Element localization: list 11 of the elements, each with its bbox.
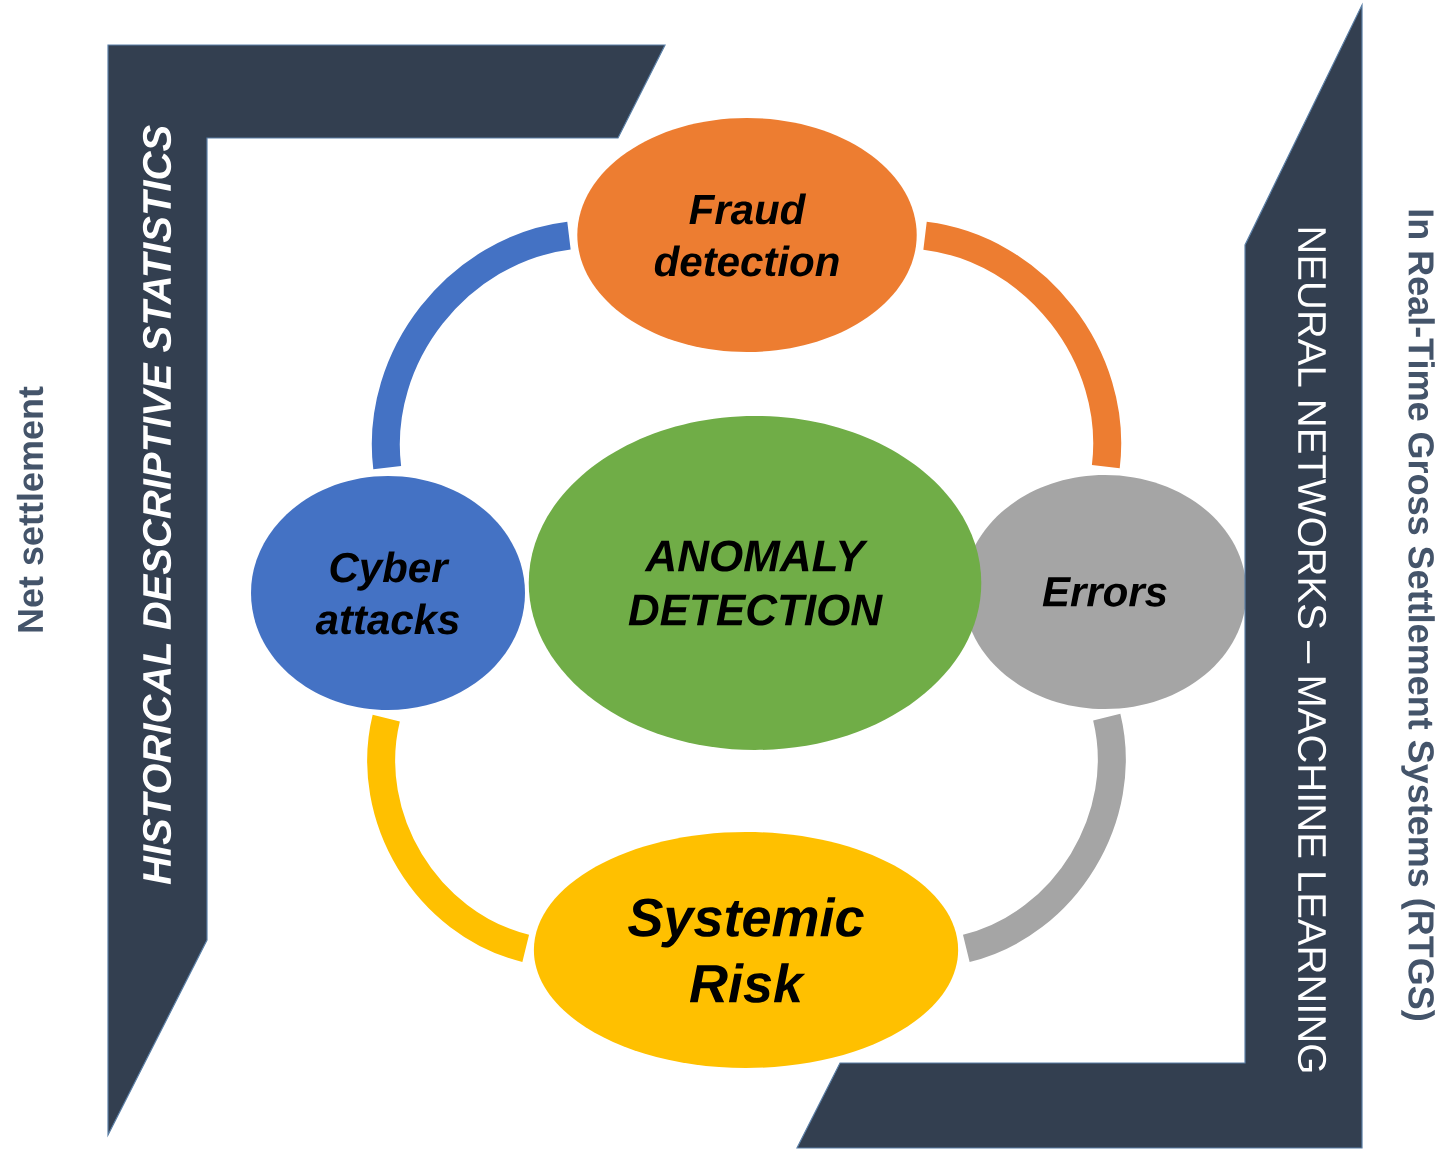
ring-arc <box>371 222 572 469</box>
ellipse-node: Systemic Risk <box>533 832 959 1068</box>
side-caption: In Real-Time Gross Settlement Systems (RTGS) <box>1401 210 1435 1020</box>
ellipse-node: ANOMALY DETECTION <box>528 416 982 750</box>
ring-arc <box>962 714 1126 962</box>
ring-arc <box>922 222 1122 468</box>
ellipse-node: Cyber attacks <box>251 476 525 710</box>
ellipse-node: Fraud detection <box>577 118 917 352</box>
ring-arc <box>367 715 530 962</box>
ellipse-node: Errors <box>963 475 1247 709</box>
side-caption: Net settlement <box>16 386 44 632</box>
